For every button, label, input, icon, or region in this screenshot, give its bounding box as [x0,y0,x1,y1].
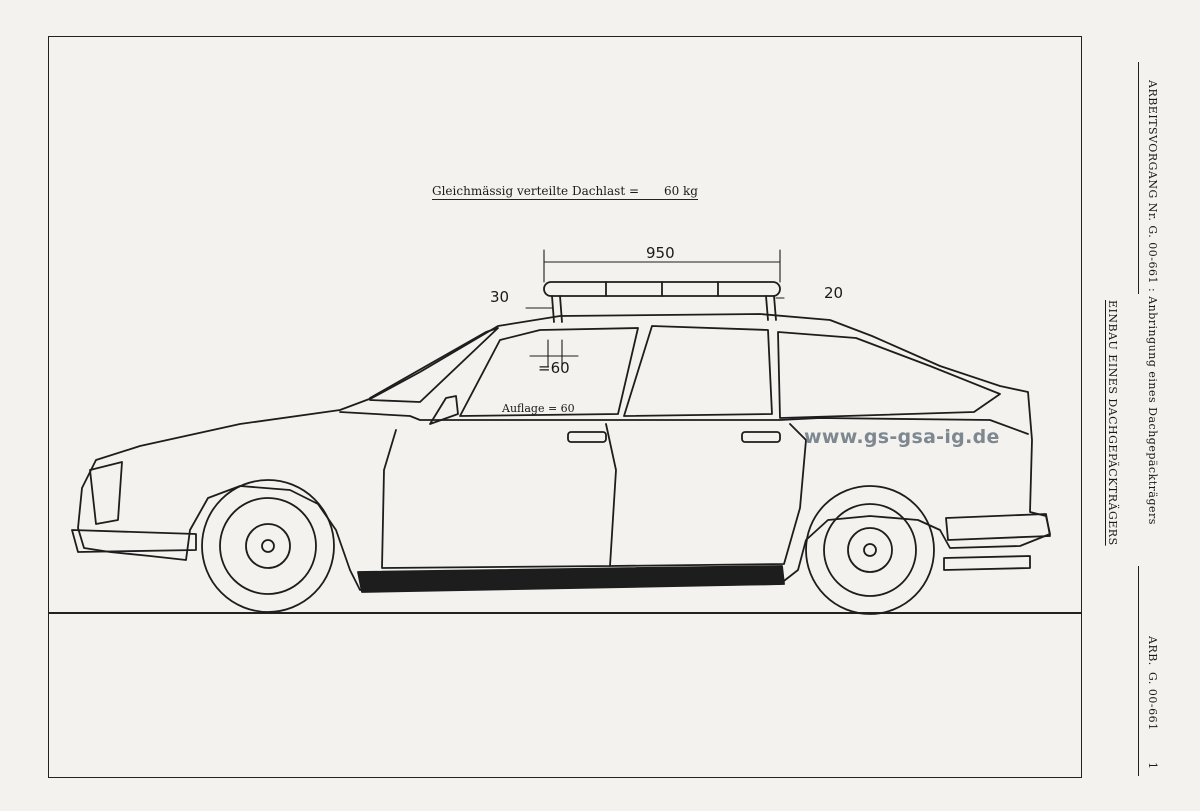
dimension-rear-overhang: 20 [824,284,844,302]
reference-label: ARB. [1146,636,1159,666]
front-wheel [201,479,335,613]
rear-quarter-window [777,331,1001,419]
front-bumper [71,529,197,553]
rear-door-handle [741,431,781,443]
sidebar-rule-bottom [1138,566,1139,776]
dimension-support-width: =60 [538,359,570,377]
rear-wheel [805,485,935,615]
drawing-frame [48,36,1082,778]
rear-bumper [945,513,1051,541]
roof-rack [543,281,781,323]
support-label: Auflage = 60 [502,402,575,415]
procedure-title: ARBEITSVORGANG Nr. G. 00-661 : Anbringun… [1146,80,1159,525]
rear-door-window [623,325,773,417]
watermark-url: www.gs-gsa-ig.de [804,426,1000,448]
rear-door [609,423,807,567]
reference-code: G. 00-661 [1146,672,1159,731]
dimension-lines [525,249,785,367]
roof-load-value: 60 kg [663,184,698,198]
front-window [459,327,639,417]
roof-load-label: Gleichmässig verteilte Dachlast = [432,184,640,198]
windshield [369,327,499,403]
section-heading: EINBAU EINES DACHGEPÄCKTRÄGERS [1106,300,1119,546]
side-mirror [429,395,459,425]
dimension-length: 950 [646,244,675,262]
headlamp [89,461,123,525]
sidebar-rule-top [1138,62,1139,294]
dimension-front-overhang: 30 [490,288,510,306]
page-number: 1 [1146,762,1159,770]
rocker-sill [357,565,785,593]
roof-load-title: Gleichmässig verteilte Dachlast = 60 kg [432,184,698,200]
front-door [381,423,617,569]
front-door-handle [567,431,607,443]
ground-line [48,612,1082,614]
